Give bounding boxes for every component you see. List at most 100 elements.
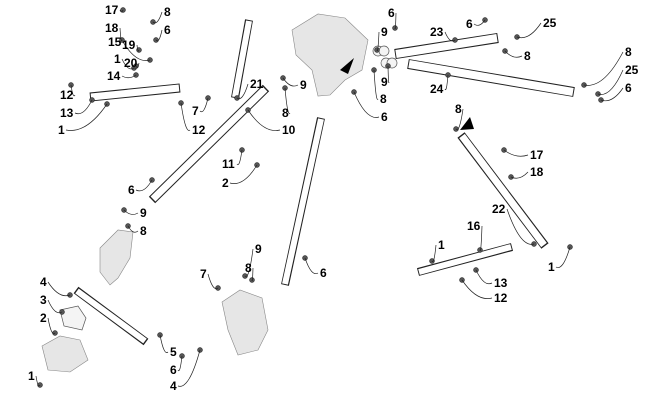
callout-label-8: 8 [625, 45, 632, 59]
callout-label-1: 1 [438, 238, 445, 252]
callout-label-1: 1 [548, 260, 555, 274]
leader-line [353, 91, 380, 118]
leader-line [35, 375, 41, 387]
callout-label-6: 6 [170, 363, 177, 377]
callout-label-25: 25 [543, 16, 557, 30]
callout-label-9: 9 [381, 75, 388, 89]
leader-line [373, 69, 379, 100]
leader-line [444, 74, 449, 91]
leader-line [461, 279, 493, 299]
leader-line [121, 58, 135, 70]
callout-label-11: 11 [222, 157, 235, 171]
callout-label-6: 6 [625, 81, 632, 95]
callout-label-8: 8 [455, 102, 462, 116]
leader-line [504, 50, 523, 58]
callout-label-4: 4 [170, 379, 177, 393]
callout-label-23: 23 [430, 25, 444, 39]
leader-line [555, 246, 571, 268]
callout-label-24: 24 [430, 82, 444, 96]
leader-line [236, 83, 249, 100]
leader-line [475, 269, 493, 285]
leader-line [65, 103, 108, 131]
steering-head-frame [291, 13, 369, 97]
callout-label-3: 3 [40, 293, 47, 307]
bar-10-left [148, 84, 270, 204]
leader-line [376, 31, 380, 51]
bracket-3 [59, 305, 87, 331]
callout-label-4: 4 [40, 275, 47, 289]
callout-label-19: 19 [122, 38, 136, 52]
leader-line [503, 149, 529, 157]
parts-layer [37, 7, 604, 388]
callout-label-6: 6 [320, 266, 327, 280]
callout-label-8: 8 [524, 49, 531, 63]
leader-line [47, 299, 63, 314]
leader-line [236, 149, 243, 166]
leader-line [479, 225, 483, 251]
leader-line [70, 84, 76, 97]
leader-line [47, 317, 56, 334]
leader-line [177, 349, 201, 387]
leader-line [159, 334, 169, 353]
callout-label-18: 18 [530, 165, 544, 179]
leader-line [387, 65, 390, 83]
callout-label-25: 25 [625, 63, 639, 77]
arrow-marker [460, 117, 474, 130]
callout-label-6: 6 [164, 23, 171, 37]
callout-label-9: 9 [300, 78, 307, 92]
leader-line [155, 29, 163, 42]
callout-label-1: 1 [28, 369, 35, 383]
callout-label-12: 12 [192, 123, 206, 137]
motor-assembly [41, 335, 89, 373]
leader-line [394, 12, 397, 29]
leader-line [180, 102, 191, 131]
leader-line [600, 87, 624, 102]
callout-label-16: 16 [467, 219, 481, 233]
leader-line [119, 9, 124, 13]
arrow-marker [340, 58, 354, 74]
callout-label-8: 8 [245, 261, 252, 275]
callout-label-21: 21 [250, 77, 264, 91]
bar-13-right [416, 243, 514, 276]
leader-line [229, 164, 258, 184]
leader-line [135, 62, 140, 68]
callout-label-13: 13 [60, 106, 74, 120]
callout-label-22: 22 [492, 202, 506, 216]
callout-label-7: 7 [192, 104, 199, 118]
leader-line [74, 99, 93, 115]
callout-label-6: 6 [388, 6, 395, 20]
callout-label-9: 9 [140, 206, 147, 220]
bushing [378, 45, 390, 57]
callout-label-14: 14 [107, 69, 121, 83]
leader-line [123, 209, 139, 215]
leader-lines [35, 9, 624, 387]
bar-24 [407, 59, 575, 97]
leader-line [597, 69, 624, 95]
callout-label-8: 8 [140, 224, 147, 238]
leader-line [304, 257, 319, 274]
bar-13-left [89, 83, 181, 102]
leader-line [510, 171, 529, 179]
callout-label-9: 9 [381, 25, 388, 39]
bar-10-right [281, 117, 325, 286]
bar-23 [394, 33, 499, 59]
callout-label-18: 18 [105, 21, 119, 35]
mount-bracket-upper-left [99, 229, 134, 286]
leader-line [455, 108, 464, 130]
callout-label-12: 12 [60, 88, 74, 102]
leader-line [121, 74, 137, 79]
leader-line [47, 281, 71, 297]
leader-line [127, 225, 139, 233]
callout-label-13: 13 [494, 276, 508, 290]
callout-label-10: 10 [282, 123, 296, 137]
callout-label-9: 9 [255, 242, 262, 256]
leader-line [506, 208, 535, 245]
callout-label-17: 17 [530, 148, 544, 162]
callout-label-6: 6 [381, 110, 388, 124]
leader-line [119, 27, 123, 42]
callout-label-17: 17 [105, 3, 119, 17]
leader-line [516, 22, 542, 39]
callout-label-5: 5 [170, 345, 177, 359]
